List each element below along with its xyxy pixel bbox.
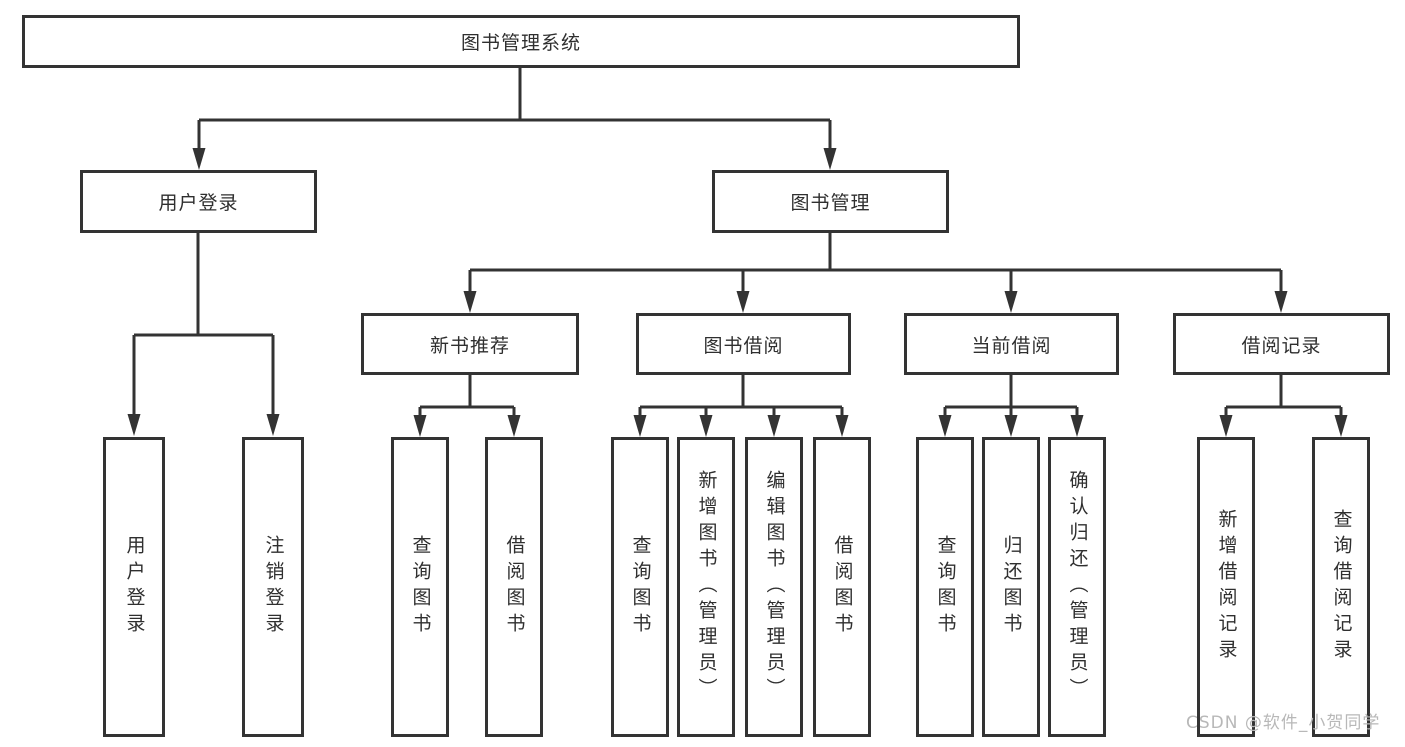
node-new-book-recommend: 新书推荐 (361, 313, 579, 375)
node-current-search-books-label: 查询图书 (934, 535, 957, 639)
node-borrowing-borrow-books-label: 借阅图书 (831, 535, 854, 639)
node-borrowing-search-books: 查询图书 (611, 437, 669, 737)
node-recommend-search-books: 查询图书 (391, 437, 449, 737)
connector-new-book-recommend-fork (413, 375, 521, 437)
node-search-borrow-record: 查询借阅记录 (1312, 437, 1370, 737)
node-recommend-search-books-label: 查询图书 (409, 535, 432, 639)
connector-book-borrowing-fork (633, 375, 849, 437)
node-current-search-books: 查询图书 (916, 437, 974, 737)
connector-book-management-fork (463, 233, 1288, 313)
node-user-login-action: 用户登录 (103, 437, 165, 737)
node-user-login-action-label: 用户登录 (123, 535, 146, 639)
node-confirm-return-admin-label: 确认归还（管理员） (1066, 470, 1089, 704)
node-confirm-return-admin: 确认归还（管理员） (1048, 437, 1106, 737)
node-edit-books-admin: 编辑图书（管理员） (745, 437, 803, 737)
node-user-login-label: 用户登录 (158, 192, 239, 214)
node-book-borrowing: 图书借阅 (636, 313, 851, 375)
node-search-borrow-record-label: 查询借阅记录 (1330, 509, 1353, 665)
node-borrowing-borrow-books: 借阅图书 (813, 437, 871, 737)
node-book-management: 图书管理 (712, 170, 949, 233)
node-book-borrowing-label: 图书借阅 (703, 334, 784, 357)
node-add-borrow-record: 新增借阅记录 (1197, 437, 1255, 737)
node-current-borrowing-label: 当前借阅 (971, 334, 1052, 357)
node-book-management-label: 图书管理 (790, 192, 871, 214)
node-borrowing-records: 借阅记录 (1173, 313, 1390, 375)
node-edit-books-admin-label: 编辑图书（管理员） (763, 470, 786, 704)
connector-root-fork (192, 68, 837, 170)
node-logout-action-label: 注销登录 (262, 535, 285, 639)
node-borrowing-search-books-label: 查询图书 (629, 535, 652, 639)
node-borrowing-records-label: 借阅记录 (1241, 334, 1322, 357)
node-add-books-admin-label: 新增图书（管理员） (695, 470, 718, 704)
node-user-login: 用户登录 (80, 170, 317, 233)
node-new-book-recommend-label: 新书推荐 (429, 334, 510, 357)
node-return-books: 归还图书 (982, 437, 1040, 737)
node-return-books-label: 归还图书 (1000, 535, 1023, 639)
node-recommend-borrow-books-label: 借阅图书 (503, 535, 526, 639)
node-add-books-admin: 新增图书（管理员） (677, 437, 735, 737)
connector-borrowing-records-fork (1219, 375, 1348, 437)
csdn-watermark: CSDN @软件_小贺同学 (1186, 713, 1381, 733)
node-current-borrowing: 当前借阅 (904, 313, 1119, 375)
node-logout-action: 注销登录 (242, 437, 304, 737)
node-add-borrow-record-label: 新增借阅记录 (1215, 509, 1238, 665)
node-library-system-label: 图书管理系统 (460, 32, 581, 54)
node-library-system: 图书管理系统 (22, 15, 1020, 68)
connector-current-borrowing-fork (938, 375, 1084, 437)
node-recommend-borrow-books: 借阅图书 (485, 437, 543, 737)
connector-user-login-fork (127, 233, 280, 436)
